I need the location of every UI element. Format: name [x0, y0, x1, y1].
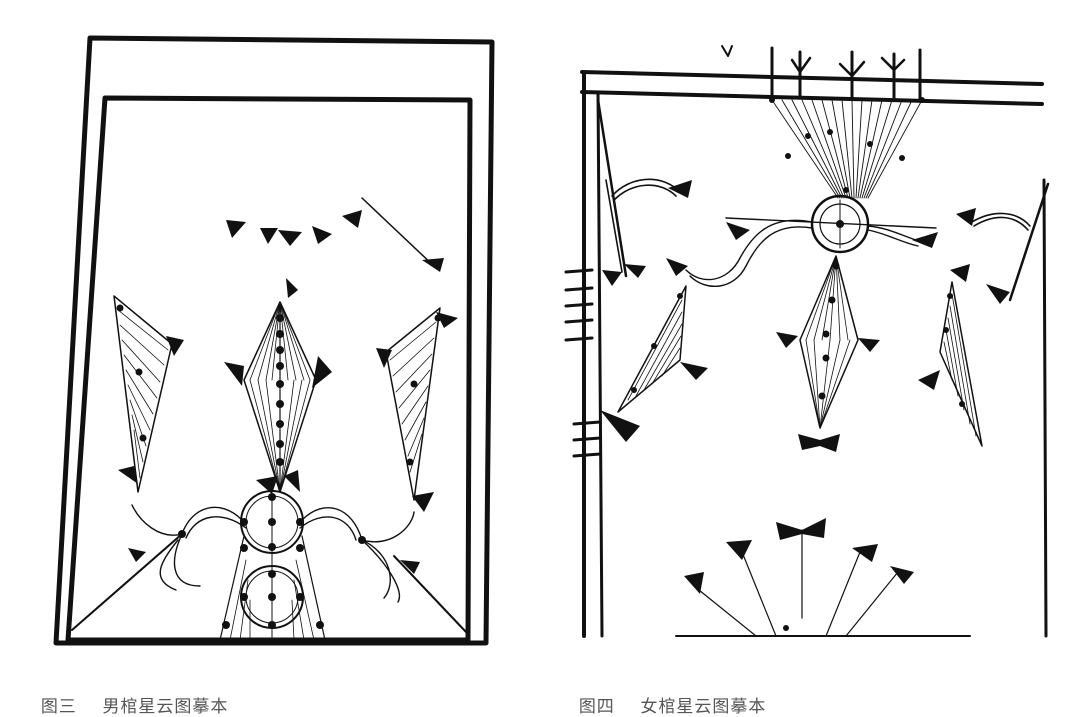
- figure-3-number: 图三: [40, 697, 77, 717]
- inner-frame: [65, 95, 473, 643]
- wedge-marks: [118, 210, 458, 574]
- left-triangle: [113, 295, 173, 493]
- sun-streams: [685, 219, 923, 288]
- top-fan: [771, 99, 923, 199]
- wedge-marks: [600, 180, 1010, 594]
- top-marks: [721, 45, 922, 102]
- figure-3-caption: 图三 男棺星云图摹本: [28, 672, 228, 717]
- figure-3-drawing: [53, 35, 495, 646]
- left-pole: [596, 98, 679, 278]
- bottom-fan: [693, 529, 899, 637]
- right-triangle: [385, 307, 441, 501]
- central-sun: [725, 194, 937, 254]
- outer-frame: [53, 35, 495, 646]
- figure-4-title: 女棺星云图摹本: [640, 697, 767, 717]
- right-streams: [299, 507, 467, 633]
- figure-4-caption: 图四 女棺星云图摹本: [566, 672, 766, 717]
- left-marks: [564, 268, 602, 458]
- figure-4-drawing: [564, 45, 1050, 638]
- figure-3-title: 男棺星云图摹本: [102, 697, 229, 717]
- bottom-rays: [219, 535, 326, 641]
- right-pole: [971, 182, 1050, 302]
- left-triangle: [617, 285, 687, 413]
- center-diamond: [799, 255, 859, 429]
- figure-4-number: 图四: [578, 697, 615, 717]
- left-streams: [71, 504, 247, 631]
- star-dots: [631, 97, 965, 631]
- right-triangle: [939, 281, 983, 447]
